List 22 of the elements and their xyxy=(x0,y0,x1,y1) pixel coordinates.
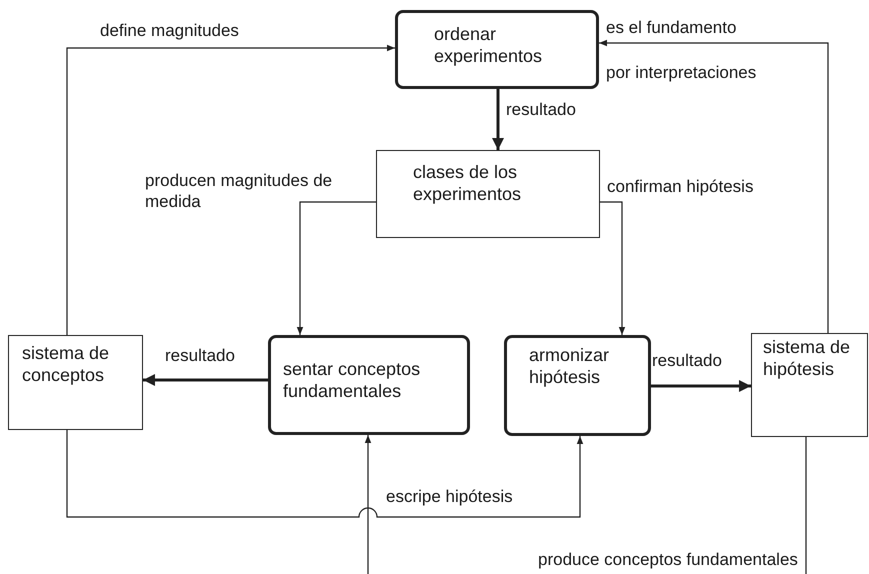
arrow xyxy=(364,435,372,574)
process-box xyxy=(395,10,599,89)
arrow xyxy=(599,40,829,333)
arrow xyxy=(651,380,751,392)
arrow xyxy=(492,89,504,150)
node-text: clases de los experimentos xyxy=(413,161,522,205)
process-box xyxy=(504,335,651,436)
node-text: armonizar hipótesis xyxy=(529,344,610,388)
arrow xyxy=(600,201,626,335)
arrow xyxy=(66,44,395,335)
arrow xyxy=(143,374,268,386)
node-text: ordenar experimentos xyxy=(434,23,544,67)
edge-label: producen magnitudes de medida xyxy=(145,170,334,212)
arrow xyxy=(66,430,584,518)
arrow xyxy=(296,201,376,335)
node-text: sentar conceptos fundamentales xyxy=(283,358,422,402)
node-text: sistema de conceptos xyxy=(22,342,110,386)
node-text: sistema de hipótesis xyxy=(763,336,852,380)
process-box xyxy=(268,335,470,435)
result-box xyxy=(751,333,868,437)
result-box xyxy=(8,335,143,430)
result-box xyxy=(376,150,600,238)
